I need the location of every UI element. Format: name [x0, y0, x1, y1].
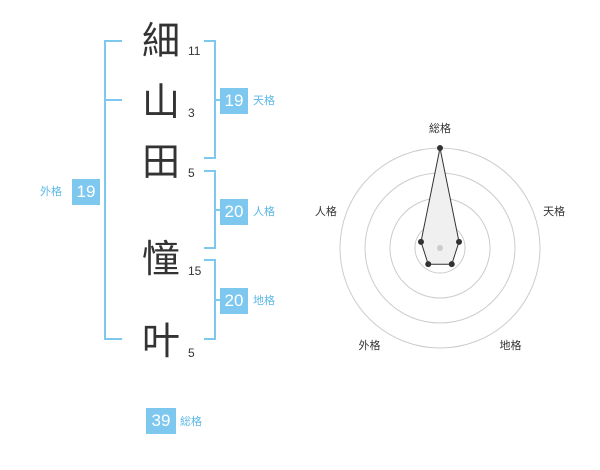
radar-point-1 [437, 145, 443, 151]
radar-polygon [420, 147, 460, 265]
name-char-3-strokes: 5 [188, 166, 195, 180]
chikaku-label: 地格 [253, 294, 275, 307]
radar-axis-label-5: 人格 [315, 204, 337, 218]
name-char-5: 叶 [141, 319, 180, 363]
chikaku-badge: 20 [220, 288, 248, 314]
soukaku-badge: 39 [146, 408, 176, 434]
radar-point-5 [417, 238, 424, 245]
name-char-5-strokes: 5 [188, 346, 195, 360]
gaikaku-bracket-tick [104, 99, 122, 101]
jinkaku-bracket-tick [214, 209, 220, 211]
radar-point-4 [425, 261, 432, 268]
name-char-2-strokes: 3 [188, 106, 195, 120]
radar-point-3 [448, 261, 455, 268]
soukaku-label: 総格 [180, 415, 202, 428]
tenkaku-bracket-tick [214, 99, 220, 101]
name-char-4: 憧 [141, 237, 180, 281]
radar-axis-label-2: 天格 [543, 204, 565, 218]
name-char-4-strokes: 15 [188, 264, 202, 278]
name-char-3: 田 [141, 140, 180, 184]
chikaku-bracket-tick [214, 299, 220, 301]
radar-point-2 [456, 238, 463, 245]
gaikaku-label: 外格 [40, 185, 62, 198]
name-char-1-strokes: 11 [188, 44, 201, 58]
tenkaku-badge: 19 [220, 88, 248, 114]
jinkaku-badge: 20 [220, 199, 248, 225]
jinkaku-label: 人格 [253, 205, 275, 218]
gaikaku-badge: 19 [72, 179, 100, 205]
gaikaku-bracket [104, 40, 122, 340]
radar-axis-label-1: 総格 [429, 121, 451, 135]
radar-axis-label-3: 地格 [500, 338, 522, 352]
name-char-1: 細 [141, 19, 180, 63]
tenkaku-label: 天格 [253, 94, 275, 107]
radar-axis-label-4: 外格 [358, 338, 380, 352]
radar-points [417, 145, 463, 268]
name-char-2: 山 [141, 80, 180, 124]
radar-center-dot [437, 245, 443, 251]
